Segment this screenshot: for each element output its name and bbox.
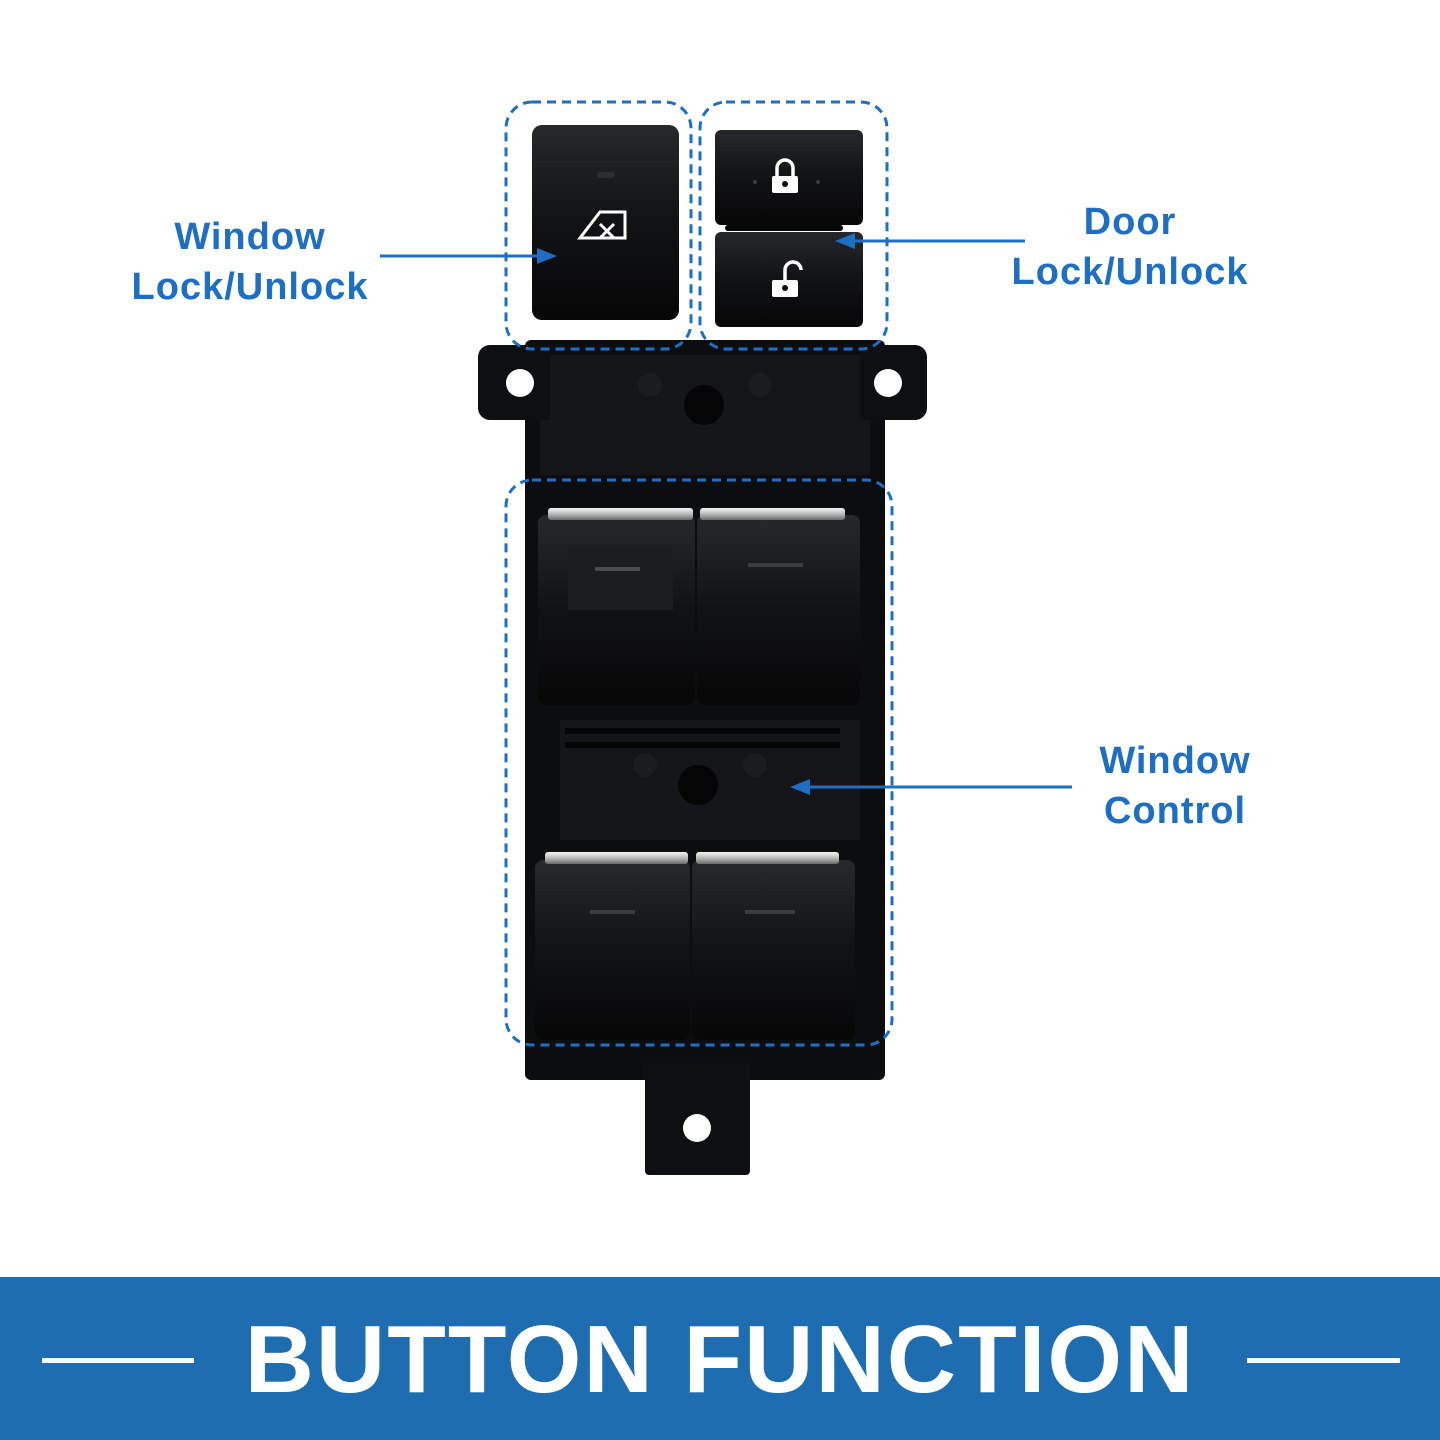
window-control-label: Window Control bbox=[1040, 736, 1310, 836]
window-control-label-line2: Control bbox=[1103, 790, 1247, 832]
lock-closed-icon bbox=[772, 158, 798, 193]
window-key-rear-right bbox=[692, 852, 855, 1040]
door-lock-key-upper bbox=[715, 130, 863, 225]
door-lock-highlight bbox=[698, 100, 889, 351]
window-control-highlight bbox=[504, 478, 894, 1047]
window-lock-label-line1: Window bbox=[174, 216, 326, 258]
door-lock-arrow bbox=[835, 233, 1025, 249]
window-key-front-left bbox=[538, 508, 695, 705]
banner-rule-left bbox=[42, 1358, 194, 1363]
window-switch-panel bbox=[380, 100, 1072, 1175]
door-lock-label-line2: Lock/Unlock bbox=[1011, 251, 1249, 293]
window-lock-highlight bbox=[504, 100, 693, 351]
banner-rule-right bbox=[1247, 1358, 1400, 1363]
door-lock-label: Door Lock/Unlock bbox=[980, 197, 1280, 297]
door-lock-key-lower bbox=[715, 232, 863, 327]
window-key-rear-left bbox=[535, 852, 690, 1040]
lock-open-icon bbox=[772, 260, 803, 297]
window-lock-key bbox=[532, 125, 679, 320]
window-lock-label: Window Lock/Unlock bbox=[100, 212, 400, 312]
window-control-arrow bbox=[790, 779, 1072, 795]
banner-title: BUTTON FUNCTION bbox=[244, 1306, 1196, 1413]
window-key-front-right bbox=[697, 508, 860, 705]
title-banner bbox=[0, 1277, 1440, 1440]
window-lock-arrow bbox=[380, 248, 557, 264]
switch-housing bbox=[478, 340, 927, 1175]
door-lock-label-line1: Door bbox=[1083, 201, 1177, 243]
window-control-label-line1: Window bbox=[1099, 740, 1251, 782]
window-lock-label-line2: Lock/Unlock bbox=[131, 266, 369, 308]
window-lock-icon bbox=[576, 210, 627, 240]
